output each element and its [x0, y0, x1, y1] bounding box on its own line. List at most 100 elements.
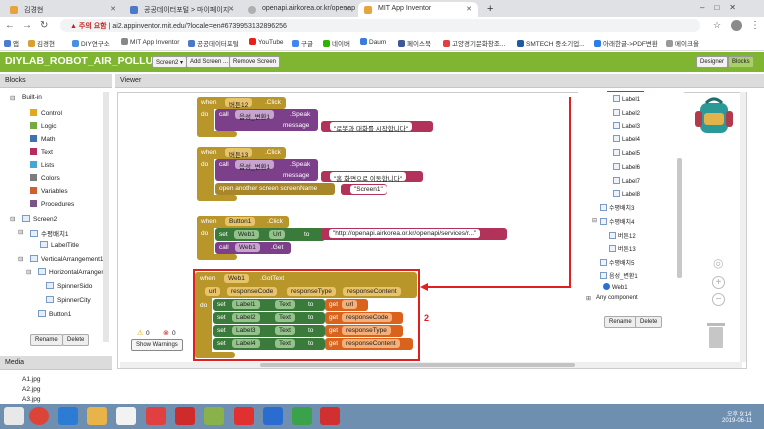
variable-dropdown[interactable]: responseCode — [342, 313, 393, 322]
component-dropdown[interactable]: Web1 — [234, 230, 259, 239]
designer-button[interactable]: Designer — [696, 56, 729, 68]
component-dropdown[interactable]: Label2 — [232, 313, 260, 322]
collapse-icon[interactable]: ⊟ — [10, 216, 16, 223]
category-control[interactable]: Control — [30, 109, 62, 117]
tree-screen2[interactable]: Screen2 — [22, 215, 57, 223]
backpack-icon[interactable] — [692, 95, 736, 137]
app-icon[interactable] — [320, 407, 340, 425]
tree-button[interactable]: 버튼13 — [609, 244, 636, 253]
event-param[interactable]: responseType — [287, 287, 336, 296]
tree-component[interactable]: Button1 — [38, 310, 71, 318]
property-dropdown[interactable]: Text — [275, 339, 295, 348]
tree-label[interactable]: Label6 — [613, 163, 640, 171]
close-icon[interactable]: ✕ — [110, 6, 116, 13]
bookmark-item[interactable]: 김경현 — [28, 38, 55, 48]
show-warnings-button[interactable]: Show Warnings — [131, 339, 183, 351]
component-dropdown[interactable]: Button1 — [225, 217, 256, 226]
tree-label[interactable]: Label7 — [613, 177, 640, 185]
close-icon[interactable]: ✕ — [228, 6, 234, 13]
component-dropdown[interactable]: Label1 — [232, 300, 260, 309]
url-input[interactable]: ▲ 주의 요함 | ai2.appinventor.mit.edu/?local… — [60, 19, 700, 32]
category-procedures[interactable]: Procedures — [30, 200, 74, 208]
component-dropdown[interactable]: 버튼12 — [225, 98, 253, 109]
tree-component[interactable]: HorizontalArrangen — [38, 268, 105, 276]
bookmark-item[interactable]: DIY연구소 — [72, 38, 110, 48]
scrollbar[interactable] — [103, 92, 109, 342]
folder-icon[interactable] — [87, 407, 107, 425]
component-dropdown[interactable]: Web1 — [235, 243, 260, 252]
add-screen-button[interactable]: Add Screen ... — [186, 56, 233, 68]
property-dropdown[interactable]: Text — [275, 300, 295, 309]
delete-button[interactable]: Delete — [62, 334, 90, 346]
category-colors[interactable]: Colors — [30, 174, 60, 182]
new-tab-button[interactable]: + — [487, 3, 494, 15]
category-math[interactable]: Math — [30, 135, 55, 143]
tab-mit-app-inventor[interactable]: MIT App Inventor✕ — [358, 2, 478, 17]
bookmark-item[interactable]: 앱 — [4, 38, 19, 48]
tree-component[interactable]: LabelTitle — [40, 241, 79, 249]
delete-button[interactable]: Delete — [635, 316, 663, 328]
tree-component[interactable]: 수평배치1 — [30, 228, 69, 238]
app-icon[interactable] — [175, 407, 195, 425]
rename-button[interactable]: Rename — [604, 316, 637, 328]
blocks-button[interactable]: Blocks — [728, 56, 754, 68]
bookmark-item[interactable]: 메이크올 — [666, 38, 699, 48]
bookmark-item[interactable]: 아래한글->PDF변환 — [594, 38, 658, 48]
app-icon[interactable] — [116, 407, 136, 425]
tree-builtin[interactable]: Built-in — [22, 94, 42, 101]
tree-label[interactable]: Label1 — [613, 95, 640, 103]
tree-any-component[interactable]: Any component — [596, 295, 638, 301]
recenter-icon[interactable]: ◎ — [713, 256, 724, 270]
window-controls[interactable]: –□✕ — [700, 3, 746, 12]
app-icon[interactable] — [146, 407, 166, 425]
component-dropdown[interactable]: Label3 — [232, 326, 260, 335]
category-variables[interactable]: Variables — [30, 187, 68, 195]
trash-icon[interactable] — [705, 320, 727, 350]
app-icon[interactable] — [234, 407, 254, 425]
avatar[interactable] — [731, 20, 742, 31]
app-icon[interactable] — [292, 407, 312, 425]
collapse-icon[interactable]: ⊟ — [592, 218, 598, 224]
collapse-icon[interactable]: ⊟ — [18, 256, 24, 263]
tree-component[interactable]: SpinnerCity — [46, 296, 91, 304]
menu-icon[interactable]: ⋮ — [750, 20, 760, 31]
tree-tts[interactable]: 음성_변환1 — [600, 271, 638, 280]
component-dropdown[interactable]: 음성_변환1 — [235, 110, 275, 121]
bookmark-item[interactable]: 페이스북 — [398, 38, 431, 48]
component-dropdown[interactable]: 버튼13 — [225, 148, 253, 159]
media-file[interactable]: A2.jpg — [22, 386, 41, 393]
event-block-web1-gottext[interactable]: when Web1 .GotText url responseCode resp… — [195, 272, 417, 358]
media-file[interactable]: A1.jpg — [22, 376, 41, 383]
bookmark-item[interactable]: 고양경기문화창조... — [443, 38, 505, 48]
category-text[interactable]: Text — [30, 148, 53, 156]
tree-label[interactable]: Label4 — [613, 135, 640, 143]
rename-button[interactable]: Rename — [30, 334, 63, 346]
text-literal[interactable]: "로봇과 대화를 시작합니다" — [330, 122, 413, 133]
bookmark-item[interactable]: 구글 — [292, 38, 313, 48]
tree-label[interactable]: Label8 — [613, 190, 640, 198]
component-dropdown[interactable]: Label4 — [232, 339, 260, 348]
reload-icon[interactable]: ↻ — [40, 20, 49, 31]
event-param[interactable]: responseCode — [227, 287, 278, 296]
component-dropdown[interactable]: 음성_변환1 — [235, 160, 275, 171]
forward-icon[interactable]: → — [22, 20, 32, 31]
tree-label[interactable]: Label5 — [613, 149, 640, 157]
category-lists[interactable]: Lists — [30, 161, 54, 169]
bookmark-item[interactable]: 공공데이터포털 — [188, 38, 239, 48]
scrollbar-thumb[interactable] — [260, 363, 575, 367]
scrollbar-thumb[interactable] — [677, 158, 682, 278]
component-dropdown[interactable]: Web1 — [224, 274, 249, 283]
event-block-button1-click[interactable]: when Button1 .Click do set Web1 Url to "… — [197, 216, 509, 260]
zoom-out-icon[interactable]: − — [712, 293, 725, 306]
bookmark-item[interactable]: YouTube — [249, 38, 284, 46]
media-file[interactable]: A3.jpg — [22, 396, 41, 403]
back-icon[interactable]: ← — [5, 20, 15, 31]
bookmark-item[interactable]: MIT App Inventor — [121, 38, 179, 46]
property-dropdown[interactable]: Url — [269, 230, 286, 239]
close-icon[interactable]: ✕ — [466, 6, 472, 13]
bookmark-item[interactable]: SMTECH 중소기업... — [517, 38, 585, 48]
tree-arrangement[interactable]: 수평배치3 — [600, 203, 634, 212]
ie-icon[interactable] — [58, 407, 78, 425]
property-dropdown[interactable]: Text — [275, 313, 295, 322]
tree-web[interactable]: Web1 — [603, 283, 628, 291]
